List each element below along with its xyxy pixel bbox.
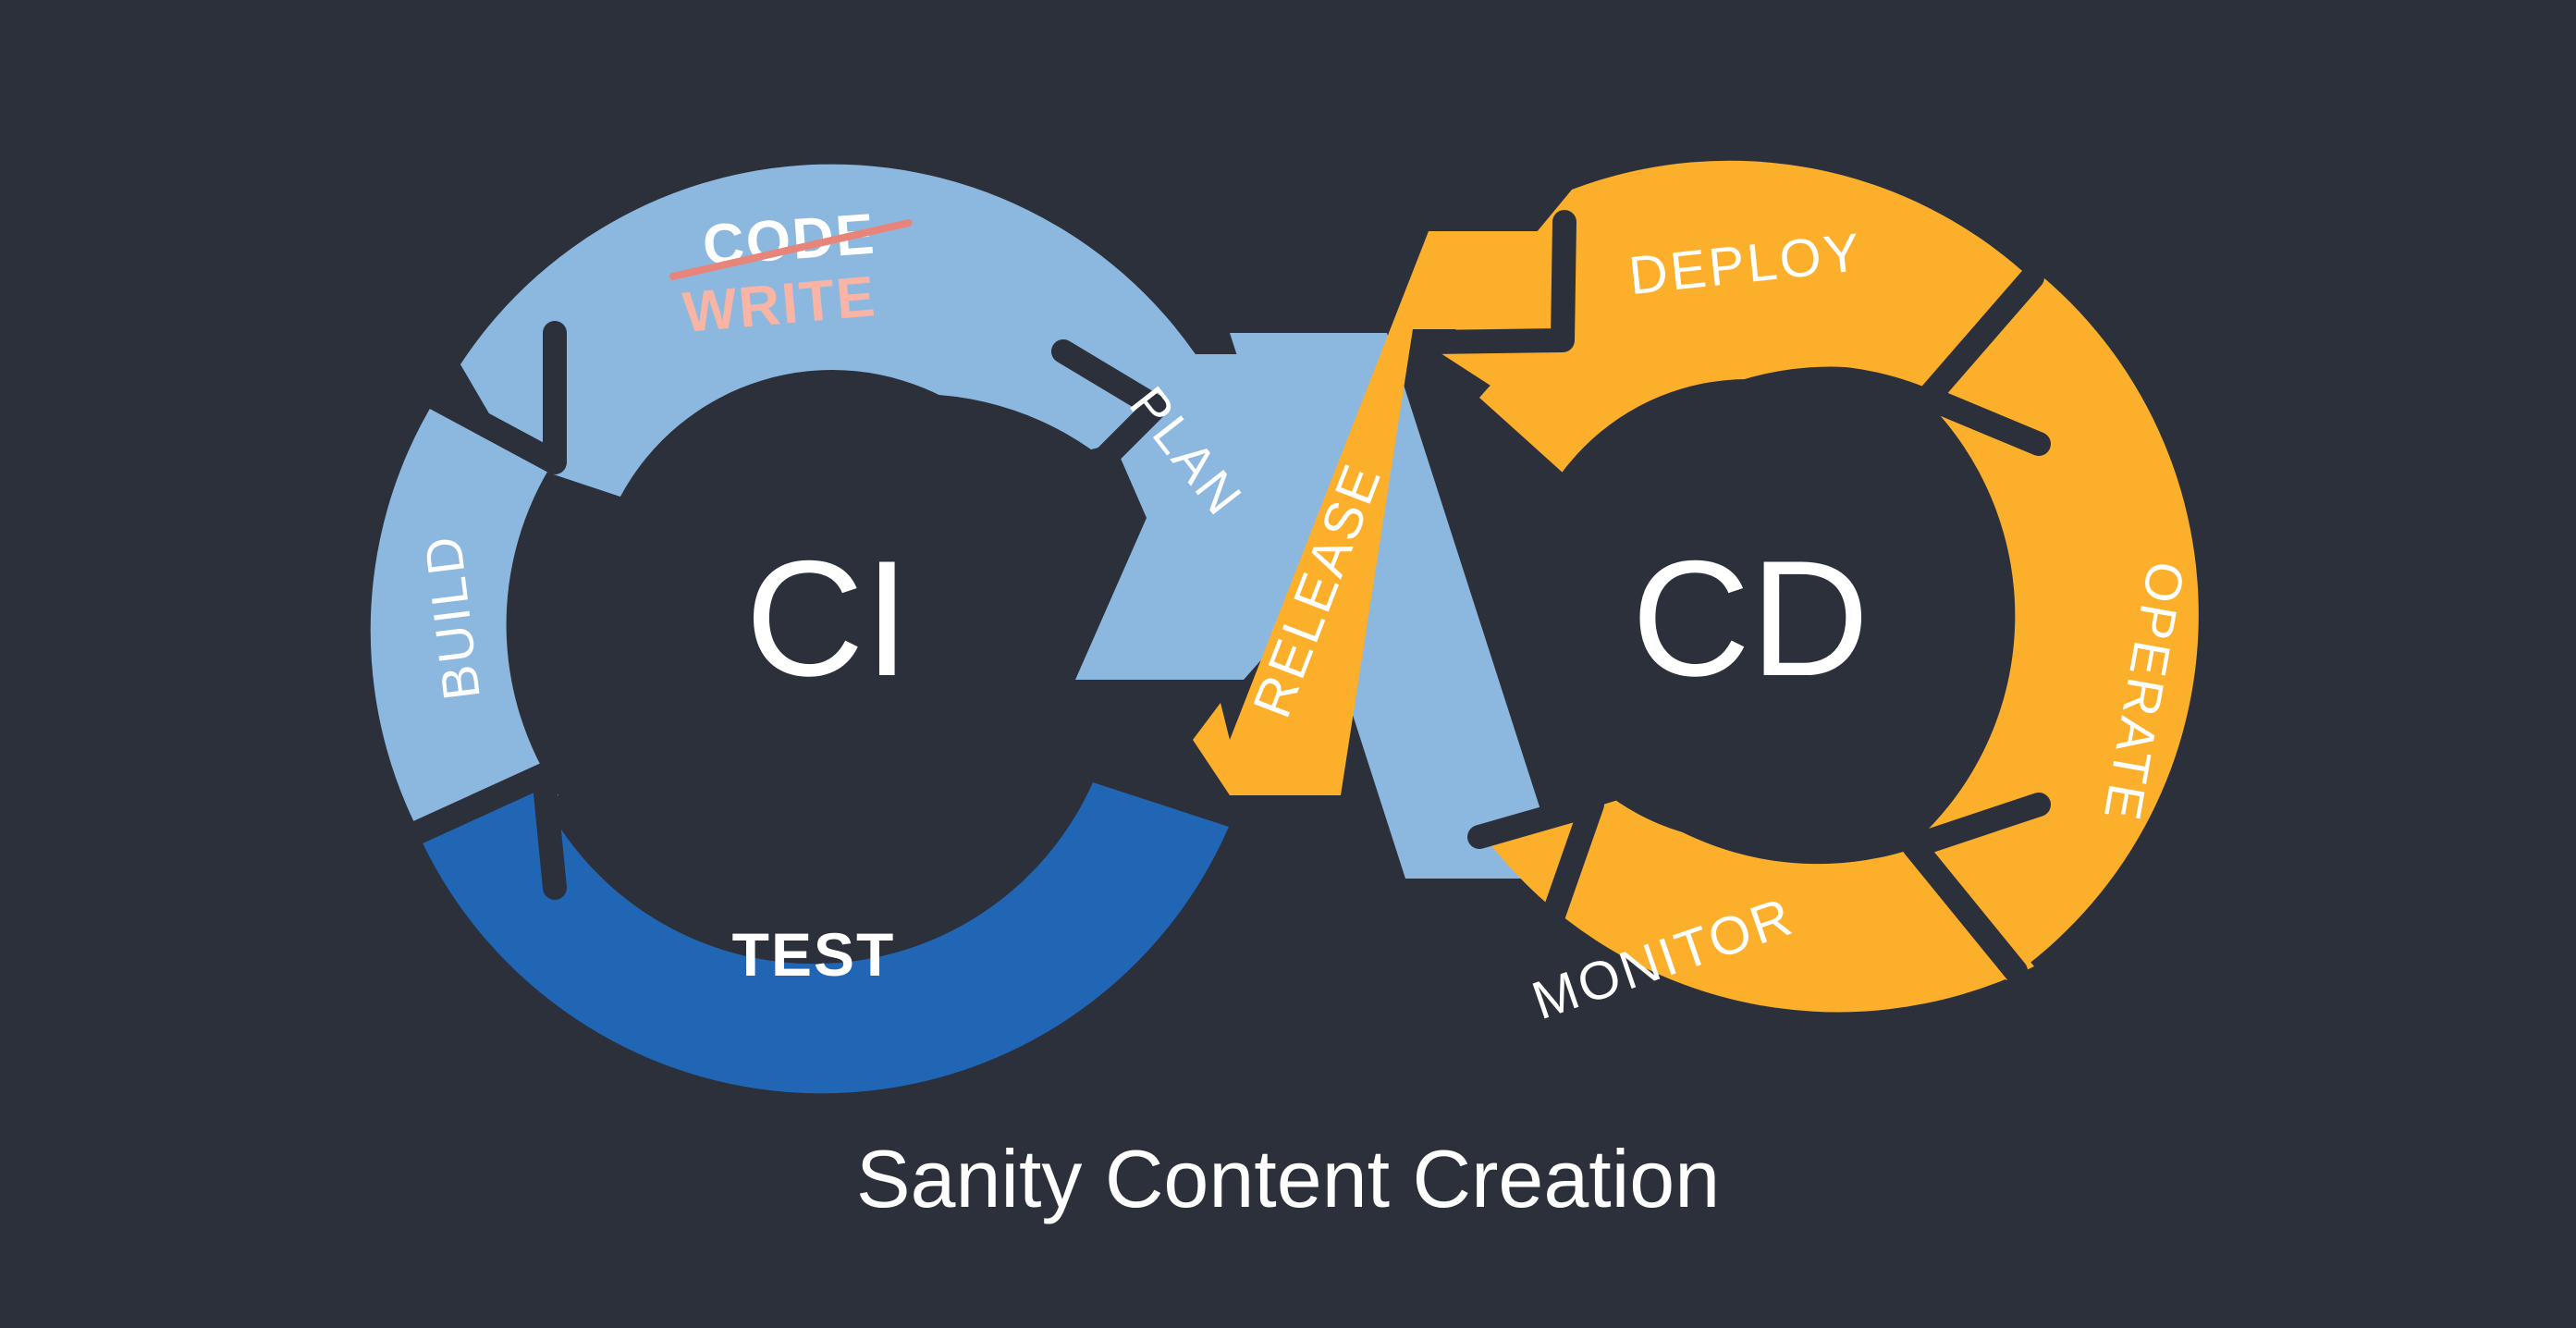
divider-operate-monitor	[1902, 793, 2051, 983]
divider-build-code	[423, 321, 567, 474]
hub-cd-disc	[1516, 379, 1979, 842]
segment-operate[interactable]	[1905, 268, 2199, 980]
diagram-caption: Sanity Content Creation	[856, 1133, 1720, 1224]
code-strikethrough-line	[669, 219, 913, 280]
left-loop-ci	[370, 164, 1387, 1094]
hub-ci-disc	[592, 370, 1073, 851]
divider-build-test	[406, 763, 567, 900]
divider-monitor-release	[1467, 793, 1604, 928]
segment-build[interactable]	[370, 398, 558, 860]
divider-code-plan	[1051, 339, 1168, 502]
right-loop-cd	[1438, 160, 2199, 1013]
crossing-band-blue	[1230, 333, 1563, 879]
divider-release-deploy	[1419, 210, 1576, 354]
segment-monitor[interactable]	[1487, 797, 2034, 1013]
segment-dividers	[406, 210, 2051, 983]
segment-label-test: TEST	[732, 920, 896, 989]
hub-label-ci: CI	[745, 526, 910, 710]
divider-deploy-operate	[1916, 265, 2051, 456]
hub-label-cd: CD	[1631, 526, 1869, 710]
label-code-group: CODE	[669, 203, 913, 280]
segment-code-write-arc[interactable]	[460, 164, 1230, 514]
segment-deploy-body[interactable]	[1438, 160, 2030, 462]
segment-test[interactable]	[414, 779, 1229, 1094]
segment-release[interactable]	[1193, 231, 1572, 795]
